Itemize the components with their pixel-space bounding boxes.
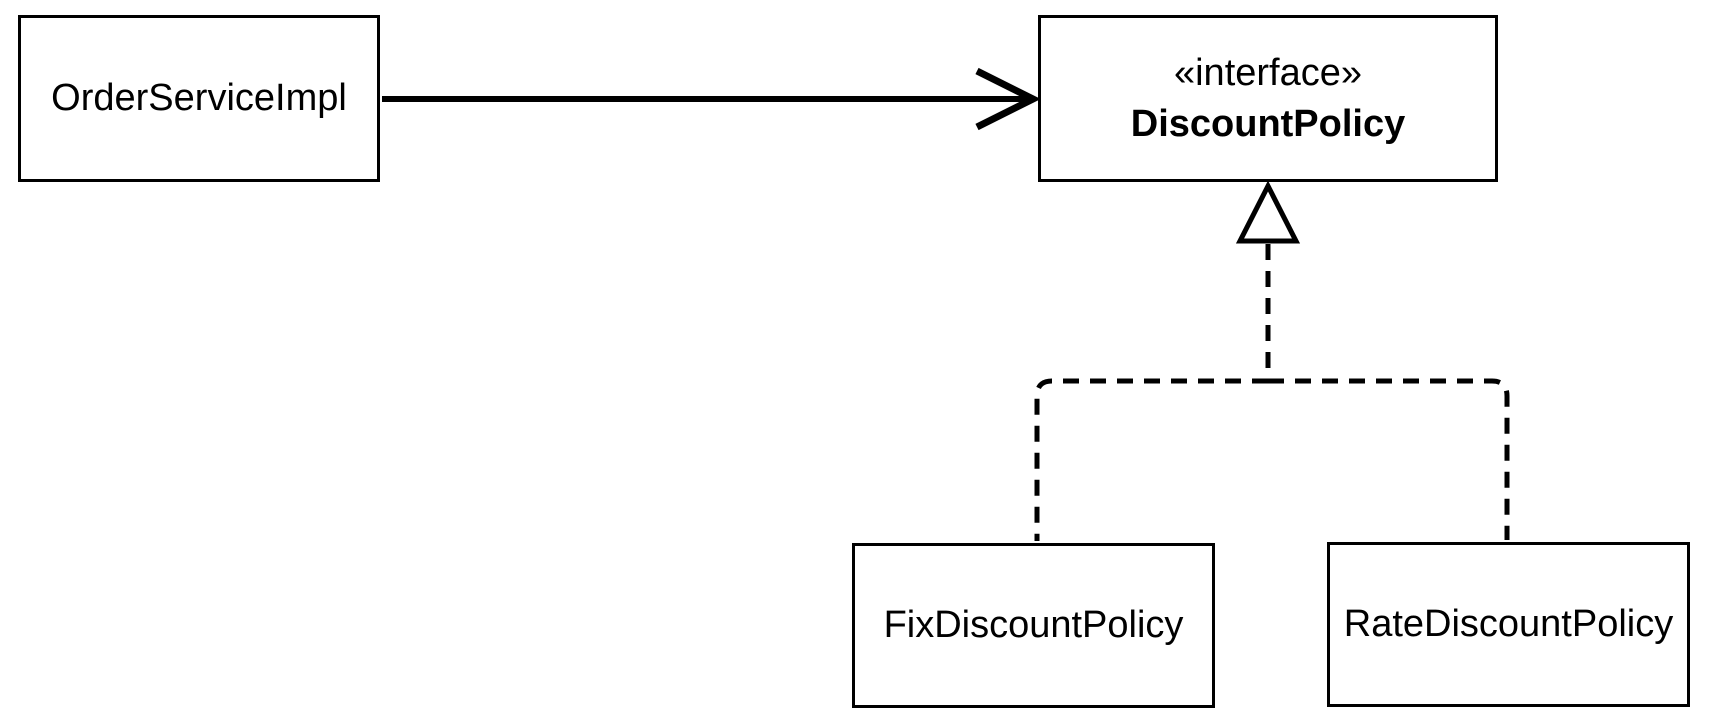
class-name-label: FixDiscountPolicy bbox=[883, 604, 1184, 647]
realization-branch-rate bbox=[1268, 378, 1510, 540]
class-node-fixdiscountpolicy: FixDiscountPolicy bbox=[852, 543, 1215, 708]
edge-dependency-orderservice-discountpolicy bbox=[382, 67, 1041, 131]
class-name-label: OrderServiceImpl bbox=[51, 77, 347, 120]
class-node-ratediscountpolicy: RateDiscountPolicy bbox=[1327, 542, 1690, 707]
interface-node-discountpolicy: «interface» DiscountPolicy bbox=[1038, 15, 1498, 182]
interface-stereotype-label: «interface» bbox=[1173, 52, 1362, 95]
hollow-triangle-icon bbox=[1235, 180, 1301, 244]
open-arrowhead-icon bbox=[975, 67, 1041, 131]
class-node-orderserviceimpl: OrderServiceImpl bbox=[18, 15, 380, 182]
edge-realization-tree bbox=[1034, 180, 1510, 541]
class-name-label: RateDiscountPolicy bbox=[1343, 603, 1674, 646]
interface-name-label: DiscountPolicy bbox=[1130, 102, 1406, 145]
realization-branch-fix bbox=[1034, 378, 1268, 541]
